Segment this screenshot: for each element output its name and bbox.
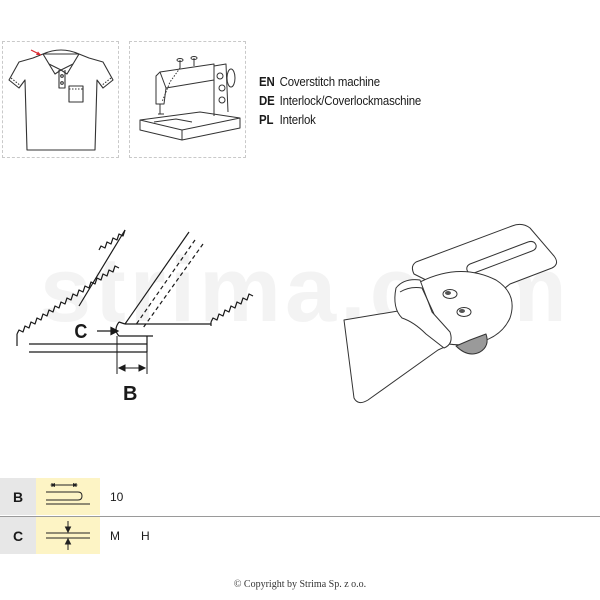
language-line-de: DE Interlock/Coverlockmaschine bbox=[259, 92, 421, 109]
spec-c-value-m: M bbox=[110, 528, 120, 543]
language-code: PL bbox=[259, 112, 274, 127]
language-text: Interlok bbox=[279, 112, 316, 127]
machine-thumbnail bbox=[129, 41, 246, 158]
row-divider bbox=[0, 516, 600, 517]
language-line-pl: PL Interlok bbox=[259, 111, 316, 128]
fabric-fold-diagram: C B bbox=[16, 229, 254, 405]
shirt-thumbnail bbox=[2, 41, 119, 158]
polo-shirt-icon bbox=[8, 49, 114, 151]
dimension-b-label: B bbox=[123, 383, 137, 405]
spec-c-value-h: H bbox=[141, 528, 150, 543]
sewing-machine-icon bbox=[139, 56, 241, 141]
spec-letter-b: B bbox=[0, 478, 36, 515]
dimension-c-label: C bbox=[74, 321, 87, 343]
spec-letter-c: C bbox=[0, 517, 36, 554]
material-thickness-icon-cell bbox=[36, 517, 100, 554]
material-thickness-icon bbox=[46, 521, 90, 550]
copyright-text: © Copyright by Strima Sp. z o.o. bbox=[233, 579, 367, 590]
language-text: Interlock/Coverlockmaschine bbox=[279, 93, 422, 108]
language-line-en: EN Coverstitch machine bbox=[259, 73, 380, 90]
language-text: Coverstitch machine bbox=[279, 74, 380, 89]
spec-row-b: B 10 bbox=[0, 478, 600, 515]
binder-attachment-icon bbox=[343, 223, 558, 404]
language-code: DE bbox=[259, 93, 275, 108]
spec-b-value: 10 bbox=[110, 489, 124, 504]
hem-width-icon-cell bbox=[36, 478, 100, 515]
language-code: EN bbox=[259, 74, 275, 89]
spec-row-c: C M H bbox=[0, 517, 600, 554]
hem-width-icon bbox=[46, 483, 90, 505]
